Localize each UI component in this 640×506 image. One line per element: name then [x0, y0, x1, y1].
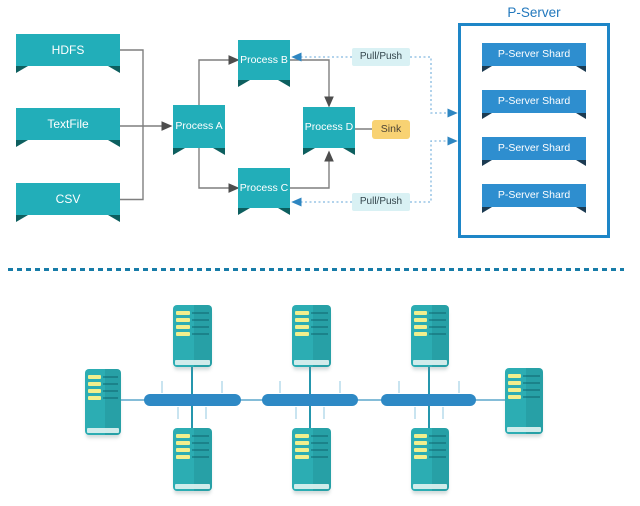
source-hdfs-label: HDFS: [51, 43, 85, 57]
sink-chip: Sink: [372, 120, 410, 139]
server-icon-col3-top: [411, 305, 449, 367]
process-d-label: Process D: [304, 121, 354, 134]
hub1-ticks: [161, 381, 223, 419]
source-csv: CSV: [16, 183, 120, 215]
pullpush-top-chip: Pull/Push: [352, 48, 410, 66]
connector-process-b-to-d: [290, 59, 334, 108]
pullpush-top-label: Pull/Push: [359, 51, 403, 62]
server-led: [88, 375, 101, 379]
server-base: [87, 428, 119, 433]
pullpush-bottom-label: Pull/Push: [359, 196, 403, 207]
server-icon-col1-bottom: [173, 428, 212, 491]
pullpush-bottom-chip: Pull/Push: [352, 193, 410, 211]
pserver-title: P-Server: [507, 5, 561, 20]
connector-sources-junction: [120, 49, 144, 201]
process-d: Process D: [303, 107, 355, 148]
pserver-shard-4-label: P-Server Shard: [497, 189, 571, 202]
source-csv-label: CSV: [55, 192, 81, 206]
connector-pullpush-bottom-to-pserver: [410, 136, 458, 203]
source-textfile-label: TextFile: [47, 117, 89, 131]
server-icon-left-end: [85, 369, 121, 435]
process-a-label: Process A: [175, 120, 223, 133]
network-hub-2: [262, 394, 358, 406]
server-icon-col1-top: [173, 305, 212, 367]
process-b-label: Process B: [240, 53, 288, 66]
pserver-shard-4: P-Server Shard: [482, 184, 586, 207]
connector-process-a-to-b: [198, 55, 240, 105]
server-shade: [104, 369, 121, 435]
hub3-ticks: [398, 381, 460, 419]
pserver-shard-1: P-Server Shard: [482, 43, 586, 66]
pserver-shard-1-label: P-Server Shard: [497, 48, 571, 61]
connector-pullpush-top-to-pserver: [410, 56, 458, 118]
pserver-shard-3: P-Server Shard: [482, 137, 586, 160]
section-divider: [8, 268, 624, 271]
connector-process-c-to-d: [290, 150, 334, 189]
source-textfile: TextFile: [16, 108, 120, 140]
process-b: Process B: [238, 40, 290, 80]
server-icon-col2-top: [292, 305, 331, 367]
network-hub-3: [381, 394, 476, 406]
process-c: Process C: [238, 168, 290, 208]
server-icon-col3-bottom: [411, 428, 449, 491]
pserver-shard-2-label: P-Server Shard: [497, 95, 571, 108]
hub2-ticks: [279, 381, 341, 419]
pserver-shard-3-label: P-Server Shard: [497, 142, 571, 155]
network-hub-1: [144, 394, 241, 406]
pserver-frame: [458, 23, 610, 238]
process-a: Process A: [173, 105, 225, 148]
pserver-shard-2: P-Server Shard: [482, 90, 586, 113]
source-hdfs: HDFS: [16, 34, 120, 66]
server-icon-right-end: [505, 368, 543, 434]
server-icon-col2-bottom: [292, 428, 331, 491]
sink-label: Sink: [380, 123, 402, 136]
process-c-label: Process C: [239, 181, 289, 194]
